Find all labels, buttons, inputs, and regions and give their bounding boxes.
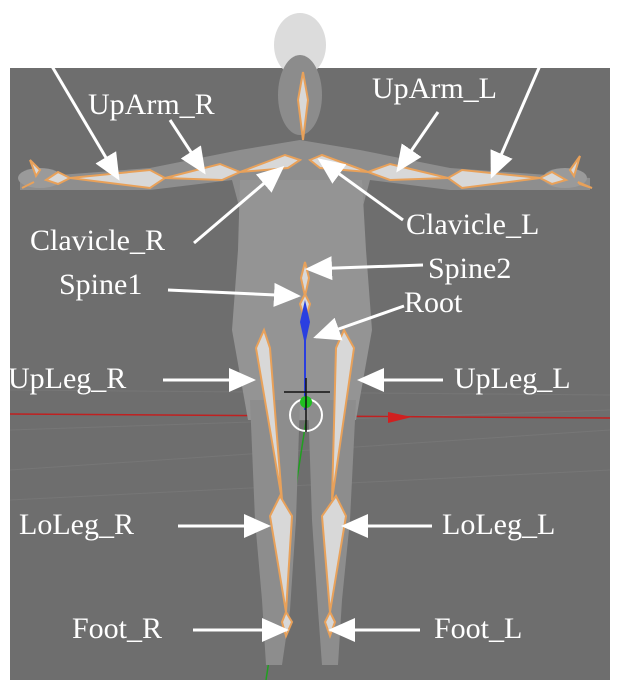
label-spine2: Spine2: [428, 252, 512, 285]
label-foot-l: Foot_L: [434, 612, 523, 645]
label-foot-r: Foot_R: [72, 612, 163, 645]
label-spine1: Spine1: [59, 268, 143, 301]
label-upleg-l: UpLeg_L: [454, 362, 571, 395]
armature: [21, 71, 593, 639]
label-uparm-l: UpArm_L: [372, 72, 497, 105]
label-arrows: [38, 45, 547, 642]
label-uparm-r: UpArm_R: [88, 88, 215, 121]
label-loarm-l: LoArm_L: [468, 16, 590, 49]
bones-hand-l: [537, 155, 593, 189]
label-root: Root: [404, 286, 463, 319]
label-upleg-r: UpLeg_R: [8, 362, 127, 395]
bones-hand-r: [21, 159, 73, 189]
label-clavicle-r: Clavicle_R: [30, 224, 165, 257]
label-loarm-r: LoArm_R: [4, 10, 128, 43]
label-loleg-l: LoLeg_L: [442, 508, 556, 541]
label-clavicle-l: Clavicle_L: [406, 208, 540, 241]
x-axis-arrow: [388, 412, 412, 423]
label-loleg-r: LoLeg_R: [19, 508, 134, 541]
